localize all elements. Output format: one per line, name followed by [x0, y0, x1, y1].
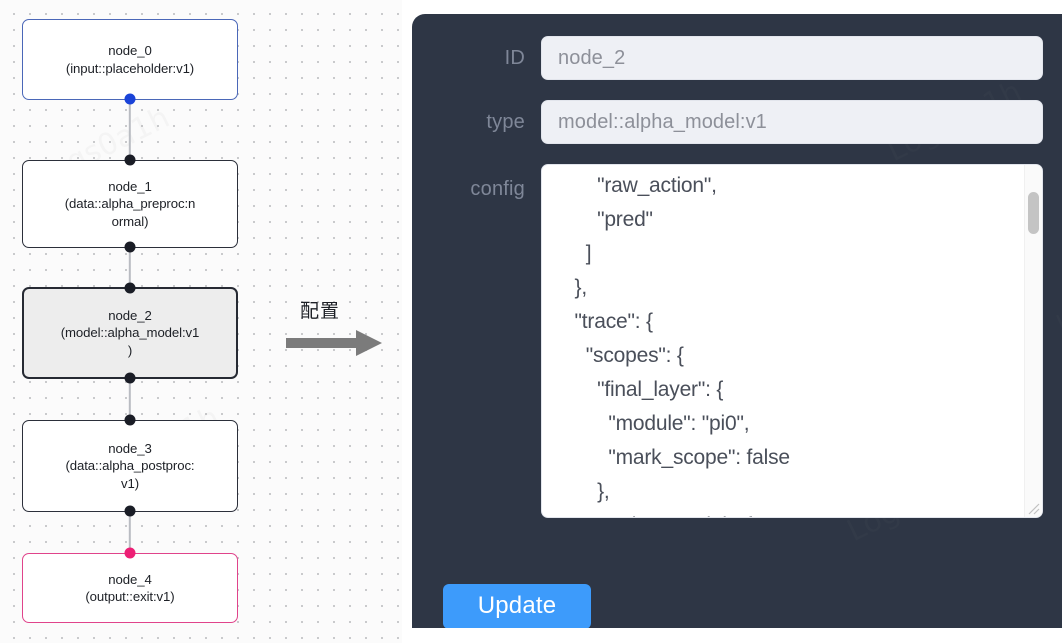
config-textarea[interactable]: "raw_action", "pred" ] }, "trace": { "sc…: [574, 174, 791, 517]
flow-node-node_1[interactable]: node_1 (data::alpha_preproc:n ormal): [22, 160, 238, 248]
flow-node-label: node_1 (data::alpha_preproc:n ormal): [64, 178, 196, 229]
node-handle-source-node_2[interactable]: [124, 372, 136, 384]
flow-node-node_3[interactable]: node_3 (data::alpha_postproc: v1): [22, 420, 238, 512]
flow-to-config-annotation: 配置: [286, 296, 396, 366]
field-row-type: type model::alpha_model:v1: [412, 100, 1062, 144]
flow-node-label: node_2 (model::alpha_model:v1 ): [60, 307, 200, 358]
update-button[interactable]: Update: [443, 584, 591, 628]
annotation-label: 配置: [300, 300, 341, 322]
node-handle-source-node_0[interactable]: [124, 93, 136, 105]
right-arrow-icon: [286, 330, 382, 361]
id-field-label: ID: [504, 46, 525, 69]
node-handle-target-node_2[interactable]: [124, 282, 136, 294]
config-scrollbar-thumb[interactable]: [1028, 192, 1039, 234]
type-input[interactable]: model::alpha_model:v1: [541, 100, 1043, 144]
type-field-label: type: [486, 110, 525, 133]
flow-node-label: node_3 (data::alpha_postproc: v1): [65, 440, 195, 491]
field-row-config: config "raw_action", "pred" ] }, "trace"…: [412, 164, 1062, 518]
edge-node0-node1: [128, 94, 132, 166]
flow-node-node_4[interactable]: node_4 (output::exit:v1): [22, 553, 238, 623]
flow-node-node_2[interactable]: node_2 (model::alpha_model:v1 ): [22, 287, 238, 379]
edge-node1-node2: [128, 242, 132, 293]
config-scrollbar[interactable]: [1024, 165, 1042, 517]
config-textarea-wrapper[interactable]: "raw_action", "pred" ] }, "trace": { "sc…: [541, 164, 1043, 518]
flow-node-label: node_0 (input::placeholder:v1): [65, 43, 195, 76]
flow-node-node_0[interactable]: node_0 (input::placeholder:v1): [22, 19, 238, 100]
node-config-panel: Logs0a1h Logs0a1h Logs0a1h ID node_2 typ…: [412, 14, 1062, 628]
node-handle-source-node_3[interactable]: [124, 505, 136, 517]
resize-grip-icon[interactable]: [1026, 501, 1040, 515]
node-handle-target-node_3[interactable]: [124, 414, 136, 426]
edge-node2-node3: [128, 373, 132, 426]
field-row-id: ID node_2: [412, 36, 1062, 80]
config-field-label: config: [470, 178, 525, 200]
flow-node-label: node_4 (output::exit:v1): [85, 571, 175, 604]
id-input[interactable]: node_2: [541, 36, 1043, 80]
node-handle-source-node_1[interactable]: [124, 241, 136, 253]
node-handle-target-node_1[interactable]: [124, 154, 136, 166]
node-handle-target-node_4[interactable]: [124, 547, 136, 559]
edge-node3-node4: [128, 506, 132, 559]
flow-canvas[interactable]: Logs0a1h Logs0a1h node_0 (input::placeho…: [0, 0, 402, 643]
